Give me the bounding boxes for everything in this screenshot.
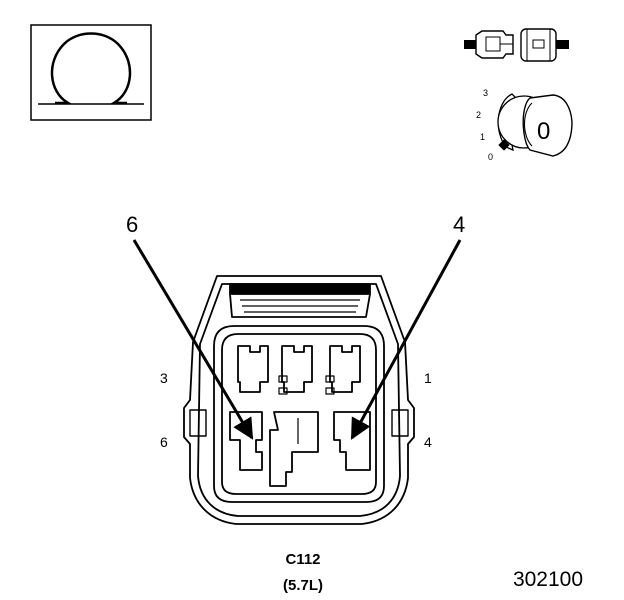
cavity-6: [229, 411, 263, 471]
pin-label-4: 4: [424, 434, 432, 450]
ohm-meter-symbol: [30, 24, 152, 121]
figure-id: 302100: [513, 568, 583, 591]
callout-arrow-left: [132, 239, 254, 440]
ignition-switch-icon: 3 2 1 0 0: [476, 88, 573, 162]
connector-housing: [183, 275, 415, 525]
ohm-icon: [50, 32, 132, 105]
callout-left-number: 6: [126, 212, 138, 237]
engine-variant-label: (5.7L): [283, 577, 323, 594]
ignition-position-1: 1: [480, 132, 485, 142]
ignition-position-2: 2: [476, 110, 481, 120]
cavity-4: [333, 411, 371, 471]
cavity-2: [281, 345, 313, 393]
disconnected-connector-icon: [464, 28, 569, 62]
cavity-3: [237, 345, 269, 393]
callout-arrow-right: [350, 239, 462, 440]
ignition-position-3: 3: [483, 88, 488, 98]
connector-latch: [229, 283, 371, 295]
connector-id-label: C112: [285, 551, 320, 568]
ignition-position-0: 0: [488, 152, 493, 162]
cavity-1: [329, 345, 361, 393]
key-position-indicator: 0: [537, 118, 550, 145]
pin-housing: [213, 325, 385, 503]
connector-c112: [183, 275, 415, 525]
pin-label-6: 6: [160, 434, 168, 450]
pin-label-1: 1: [424, 370, 432, 386]
cavity-5: [269, 411, 319, 487]
callout-right-number: 4: [453, 212, 465, 237]
pin-label-3: 3: [160, 370, 168, 386]
